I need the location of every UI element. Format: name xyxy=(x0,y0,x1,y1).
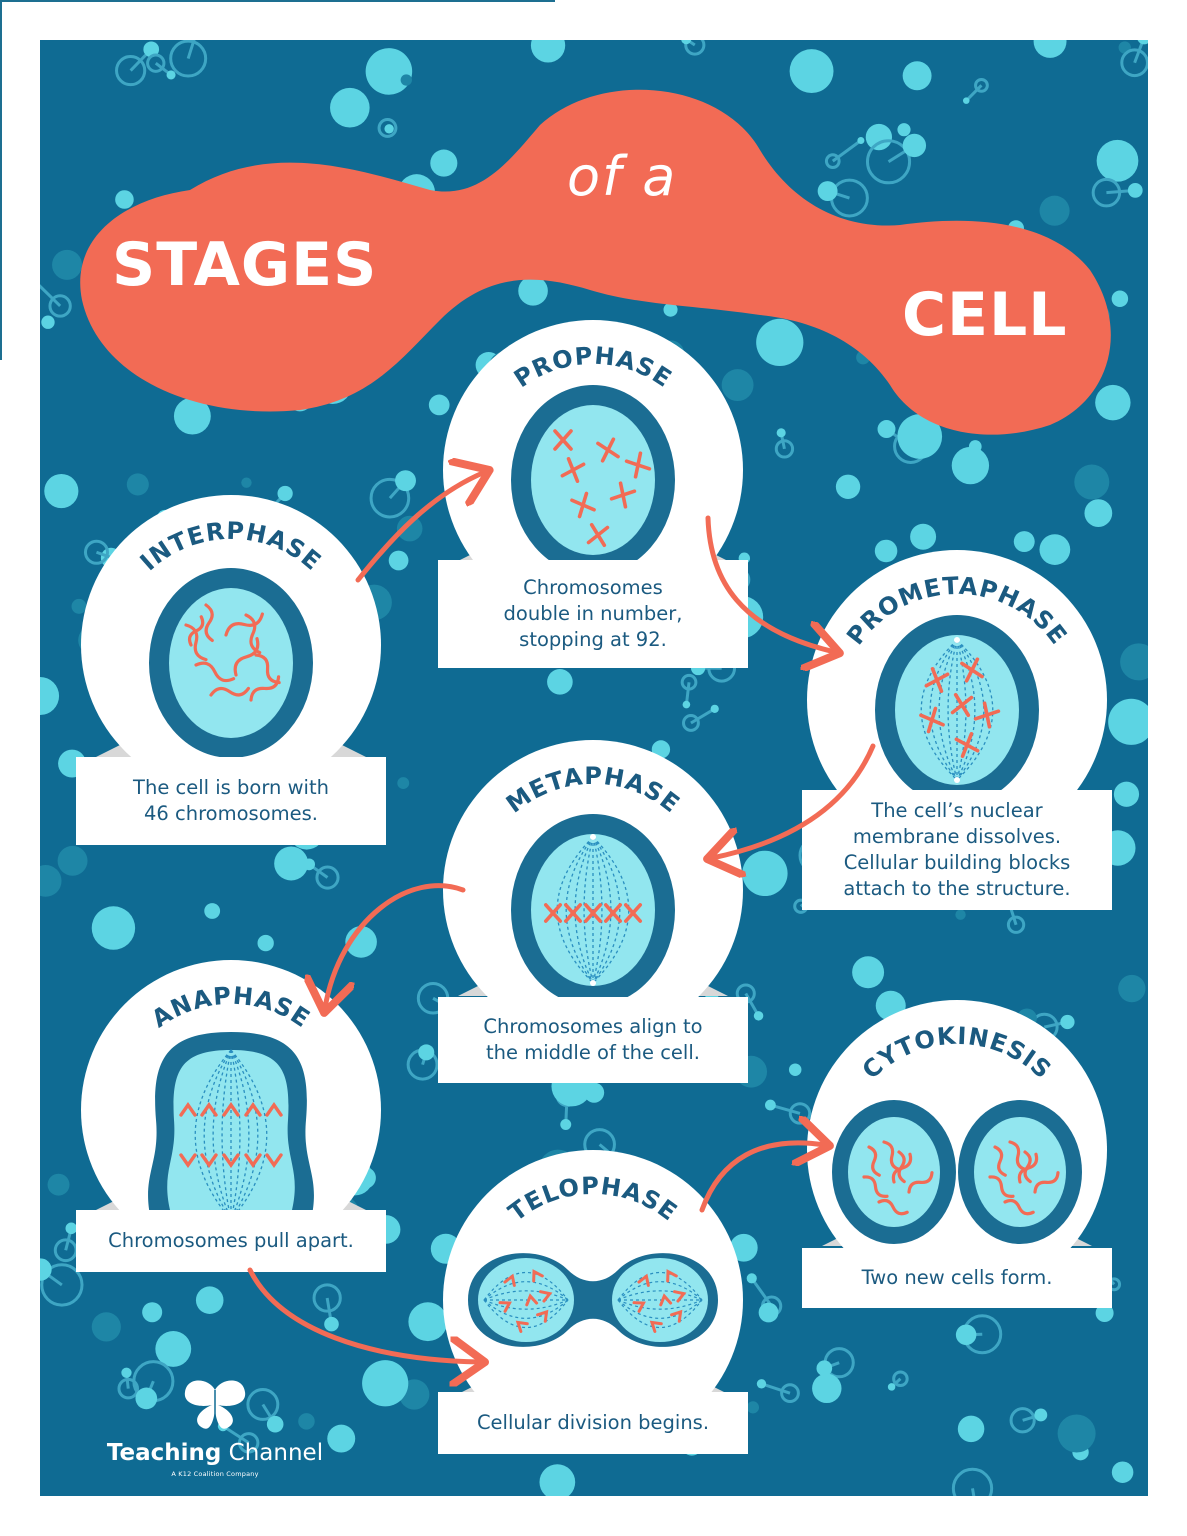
chromatin-strand xyxy=(249,675,281,702)
chromosome xyxy=(973,701,1001,729)
stage-telophase: TELOPHASE Cellular division begins. xyxy=(438,1150,748,1455)
chromatin-strand xyxy=(254,653,281,685)
chromosome xyxy=(609,481,637,509)
chromatin-strand xyxy=(1008,1140,1028,1172)
title-of-a: of a xyxy=(567,145,678,208)
chromosome xyxy=(570,491,596,519)
description-line: double in number, xyxy=(503,602,683,625)
teaching-channel-logo[interactable]: Teaching Channel A K12 Coalition Company xyxy=(90,1378,340,1478)
telophase-globe: TELOPHASE xyxy=(443,1150,743,1450)
chromatin-strand xyxy=(1003,1199,1035,1216)
description-line: The cell is born with xyxy=(133,776,329,799)
anaphase-globe: ANAPHASE xyxy=(81,960,381,1260)
description-line: stopping at 92. xyxy=(519,628,667,651)
chromatin-strand xyxy=(209,686,251,697)
prophase-globe: PROPHASE xyxy=(443,320,743,620)
interphase-globe: INTERPHASE xyxy=(81,495,381,795)
description-line: 46 chromosomes. xyxy=(144,802,318,825)
stage-metaphase: METAPHASE Chromosomes align to the middle… xyxy=(438,740,748,1085)
stage-prophase: PROPHASE Chromosomes double in number, sto… xyxy=(438,320,748,670)
chromatin-strand xyxy=(867,1145,881,1177)
chromosome xyxy=(560,457,586,483)
metaphase-globe: METAPHASE xyxy=(443,740,743,1040)
chromosome xyxy=(954,732,980,758)
description-line: Chromosomes align to xyxy=(483,1015,703,1038)
chromosome xyxy=(584,903,602,923)
description-line: Cellular division begins. xyxy=(476,1411,710,1434)
chromosome xyxy=(624,903,642,923)
crop-line-top xyxy=(0,0,555,2)
chromatin-strand xyxy=(877,1199,909,1216)
butterfly-icon xyxy=(184,1380,246,1429)
description-line: Cellular building blocks xyxy=(843,851,1071,874)
prometaphase-description: The cell’s nuclear membrane dissolves. Cel… xyxy=(802,790,1112,910)
poster: STAGES of a CELL INTERPHASE The cell is … xyxy=(40,40,1148,1496)
chromosome xyxy=(950,692,974,718)
chromosome xyxy=(604,903,622,923)
logo-tagline: A K12 Coalition Company xyxy=(171,1470,259,1478)
chromatin-strand xyxy=(1033,1171,1060,1194)
stage-prometaphase: PROMETAPHASE The cell’s nuclear membrane … xyxy=(802,540,1112,910)
chromosome xyxy=(586,522,610,548)
chromatin-strand xyxy=(988,1175,1015,1198)
cytokinesis-description: Two new cells form. xyxy=(802,1248,1112,1308)
chromatin-strand xyxy=(204,603,214,643)
chromatin-strand xyxy=(882,1140,902,1172)
stage-anaphase: ANAPHASE Chromosomes pull apart. xyxy=(76,960,386,1275)
chromatin-strand xyxy=(1017,1152,1039,1184)
chromatin-strand xyxy=(194,661,236,683)
anaphase-description: Chromosomes pull apart. xyxy=(76,1210,386,1272)
prophase-description: Chromosomes double in number, stopping at … xyxy=(438,560,748,668)
chromatin-strand xyxy=(993,1145,1007,1177)
description-line: Chromosomes xyxy=(523,576,663,599)
metaphase-description: Chromosomes align to the middle of the ce… xyxy=(438,997,748,1083)
chromatin-strand xyxy=(188,615,205,647)
chromatin-strand xyxy=(244,613,262,655)
chromatin-strand xyxy=(907,1171,934,1194)
description-line: The cell’s nuclear xyxy=(871,799,1043,822)
chromosome xyxy=(919,706,945,734)
crop-line-left xyxy=(0,0,2,360)
prometaphase-globe: PROMETAPHASE xyxy=(807,550,1107,850)
stage-cytokinesis: CYTOKINESIS Two new cells form. xyxy=(802,1000,1112,1310)
description-line: attach to the structure. xyxy=(843,877,1071,900)
description-line: the middle of the cell. xyxy=(486,1041,700,1064)
description-line: Two new cells form. xyxy=(861,1266,1053,1289)
stage-interphase: INTERPHASE The cell is born with 46 chrom… xyxy=(76,495,386,865)
chromosome xyxy=(596,437,620,463)
interphase-description: The cell is born with 46 chromosomes. xyxy=(76,757,386,845)
chromatin-strand xyxy=(224,612,264,637)
title-stages: STAGES xyxy=(112,230,378,300)
chromosome xyxy=(960,657,984,683)
chromosome xyxy=(624,451,652,479)
description-line: membrane dissolves. xyxy=(852,825,1062,848)
chromatin-strand xyxy=(891,1152,913,1184)
chromatin-strand xyxy=(233,637,260,677)
chromatin-strand xyxy=(184,623,208,662)
chromosome xyxy=(544,903,562,923)
telophase-description: Cellular division begins. xyxy=(438,1392,748,1454)
description-line: Chromosomes pull apart. xyxy=(108,1229,354,1252)
logo-name: Teaching Channel xyxy=(106,1440,324,1466)
chromosome xyxy=(924,667,950,693)
title-blob xyxy=(80,89,1111,435)
chromosome xyxy=(564,903,582,923)
cytokinesis-globe: CYTOKINESIS xyxy=(807,1000,1107,1300)
chromatin-strand xyxy=(862,1175,889,1198)
title-cell: CELL xyxy=(902,280,1068,350)
chromosome xyxy=(553,429,573,451)
